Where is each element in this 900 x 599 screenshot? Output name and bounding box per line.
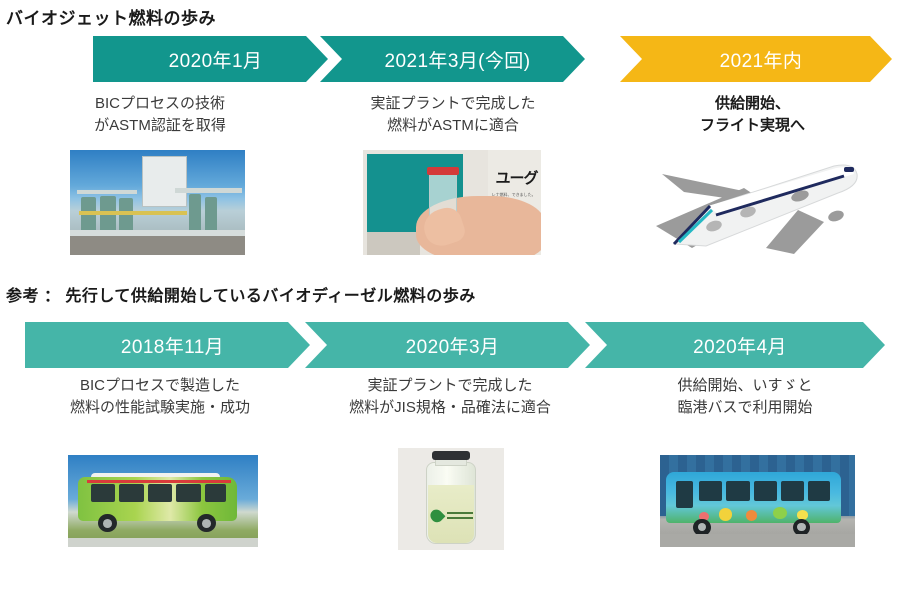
page-title-biodiesel: 参考 ： 先行して供給開始しているバイオディーゼル燃料の歩み (6, 288, 476, 305)
blue-bus-photo (660, 455, 855, 547)
timeline-step-label: 2021年3月(今回) (384, 50, 531, 72)
vial-board-text: ユーグ (495, 169, 538, 187)
timeline-step-label: 2020年4月 (693, 336, 787, 358)
timeline-step-jet-1: 2020年1月 (93, 36, 328, 82)
page-title-biojet: バイオジェット燃料の歩み (6, 9, 216, 28)
timeline-caption-jet-1: BICプロセスの技術 がASTM認証を取得 (94, 95, 226, 134)
timeline-step-label: 2021年内 (719, 50, 803, 72)
timeline-caption-jet-2: 実証プラントで完成した 燃料がASTMに適合 (370, 95, 536, 134)
timeline-step-label: 2020年3月 (405, 336, 500, 358)
timeline-step-jet-3: 2021年内 (620, 36, 892, 82)
timeline-step-jet-2: 2021年3月(今回) (320, 36, 585, 82)
timeline-step-diesel-3: 2020年4月 (585, 322, 885, 368)
plant-photo (70, 150, 245, 255)
green-bus-photo (68, 455, 258, 547)
vial-board-subtext: レナ燃料、できました。 (491, 192, 536, 197)
timeline-step-diesel-1: 2018年11月 (25, 322, 310, 368)
timeline-step-label: 2018年11月 (120, 336, 225, 358)
timeline-caption-diesel-2: 実証プラントで完成した 燃料がJIS規格・品確法に適合 (349, 377, 551, 416)
timeline-biodiesel: 2018年11月 2020年3月 2020年4月 (0, 322, 900, 368)
timeline-step-label: 2020年1月 (168, 50, 263, 72)
timeline-caption-diesel-1: BICプロセスで製造した 燃料の性能試験実施・成功 (69, 377, 250, 416)
timeline-step-diesel-2: 2020年3月 (305, 322, 590, 368)
fuel-bottle-photo (398, 448, 504, 550)
timeline-caption-diesel-3: 供給開始、いすゞと 臨港バスで利用開始 (677, 377, 813, 416)
timeline-caption-jet-3: 供給開始、 フライト実現へ (699, 95, 805, 134)
vial-photo: ユーグ レナ燃料、できました。 (363, 150, 541, 255)
timeline-biojet: 2020年1月 2021年3月(今回) 2021年内 (0, 36, 900, 82)
airplane-illustration (648, 152, 880, 256)
